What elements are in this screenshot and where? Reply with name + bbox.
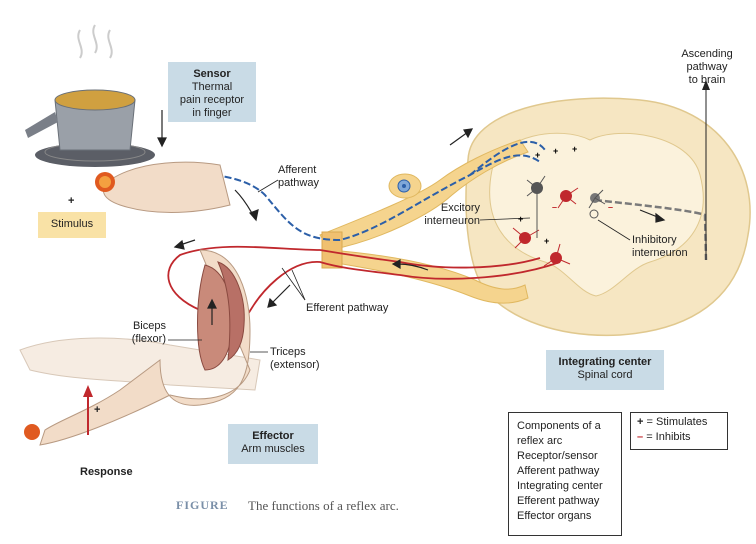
inhibitory-line-2: interneuron	[632, 247, 688, 259]
plus-minus-marks: + + + + + – –	[518, 144, 613, 246]
flow-arrows	[157, 110, 666, 325]
svg-text:+: +	[553, 146, 558, 156]
efferent-pathway	[167, 245, 561, 321]
biceps-line-1: Biceps	[132, 320, 166, 332]
legend-inhibits-text: = Inhibits	[646, 431, 691, 443]
components-title-1: Components of a	[517, 420, 601, 432]
response-plus: +	[94, 404, 101, 416]
afferent-pathway	[124, 140, 546, 242]
interneurons	[512, 175, 606, 267]
biceps-line-2: (flexor)	[131, 333, 166, 345]
efferent-label: Efferent pathway	[306, 302, 389, 314]
svg-text:+: +	[518, 214, 523, 224]
integrating-box: Integrating center Spinal cord	[546, 350, 664, 390]
ascending-pathway	[594, 80, 710, 261]
triceps-label: Triceps (extensor)	[270, 346, 320, 372]
biceps-label: Biceps (flexor)	[122, 320, 166, 346]
legend-stimulates: + = Stimulates	[637, 415, 721, 430]
effector-title: Effector	[252, 430, 294, 442]
integrating-subtitle: Spinal cord	[577, 369, 633, 381]
effector-subtitle: Arm muscles	[241, 443, 305, 455]
svg-text:–: –	[552, 202, 557, 212]
component-item: Afferent pathway	[517, 465, 600, 477]
component-item: Receptor/sensor	[517, 450, 598, 462]
component-item: Effector organs	[517, 510, 592, 522]
sensor-box: Sensor Thermal pain receptor in finger	[168, 62, 256, 122]
integrating-title: Integrating center	[558, 356, 652, 368]
legend-inhibits-symbol: –	[637, 431, 644, 443]
excitatory-line-2: interneuron	[424, 215, 480, 227]
legend-stimulates-text: = Stimulates	[646, 416, 708, 428]
excitatory-label: Excitory interneuron	[420, 202, 480, 228]
legend-inhibits: – = Inhibits	[637, 430, 721, 445]
stimulus-box: Stimulus	[38, 212, 106, 238]
ascending-label: Ascending pathway to brain	[674, 48, 740, 87]
effector-box: Effector Arm muscles	[228, 424, 318, 464]
sensor-line-1: Thermal	[191, 81, 233, 93]
ascending-line-2: pathway	[686, 61, 728, 73]
component-item: Efferent pathway	[517, 495, 600, 507]
hand-stimulus	[95, 161, 231, 213]
svg-text:+: +	[535, 150, 540, 160]
figure-caption: The functions of a reflex arc.	[248, 498, 399, 513]
components-panel: Components of a reflex arc Receptor/sens…	[508, 412, 622, 536]
legend-panel: + = Stimulates – = Inhibits	[630, 412, 728, 450]
response-label: Response	[80, 466, 133, 478]
pot-on-stove	[25, 24, 155, 167]
triceps-line-2: (extensor)	[270, 359, 320, 371]
afferent-line-2: pathway	[278, 177, 319, 189]
component-item: Integrating center	[517, 480, 603, 492]
excitatory-line-1: Excitory	[440, 202, 480, 214]
figure-label: FIGURE	[176, 498, 229, 512]
svg-text:–: –	[608, 202, 613, 212]
triceps-line-1: Triceps	[270, 346, 306, 358]
arm-effector	[19, 249, 261, 446]
stimulus-plus: +	[68, 195, 75, 207]
afferent-label: Afferent pathway	[278, 164, 319, 190]
sensor-title: Sensor	[193, 68, 231, 80]
afferent-line-1: Afferent	[278, 164, 317, 176]
inhibitory-line-1: Inhibitory	[632, 234, 677, 246]
spinal-cord	[465, 97, 751, 337]
sensor-line-3: in finger	[192, 107, 232, 119]
svg-text:+: +	[544, 236, 549, 246]
inhibitory-label: Inhibitory interneuron	[632, 234, 688, 260]
stimulus-label: Stimulus	[50, 218, 94, 230]
components-title-2: reflex arc	[517, 435, 563, 447]
ascending-line-1: Ascending	[681, 48, 733, 60]
sensor-line-2: pain receptor	[179, 94, 245, 106]
svg-text:+: +	[572, 144, 577, 154]
leader-lines	[168, 179, 631, 353]
response-arrow	[83, 385, 93, 435]
ascending-line-3: to brain	[688, 74, 726, 86]
legend-stimulates-symbol: +	[637, 416, 644, 428]
